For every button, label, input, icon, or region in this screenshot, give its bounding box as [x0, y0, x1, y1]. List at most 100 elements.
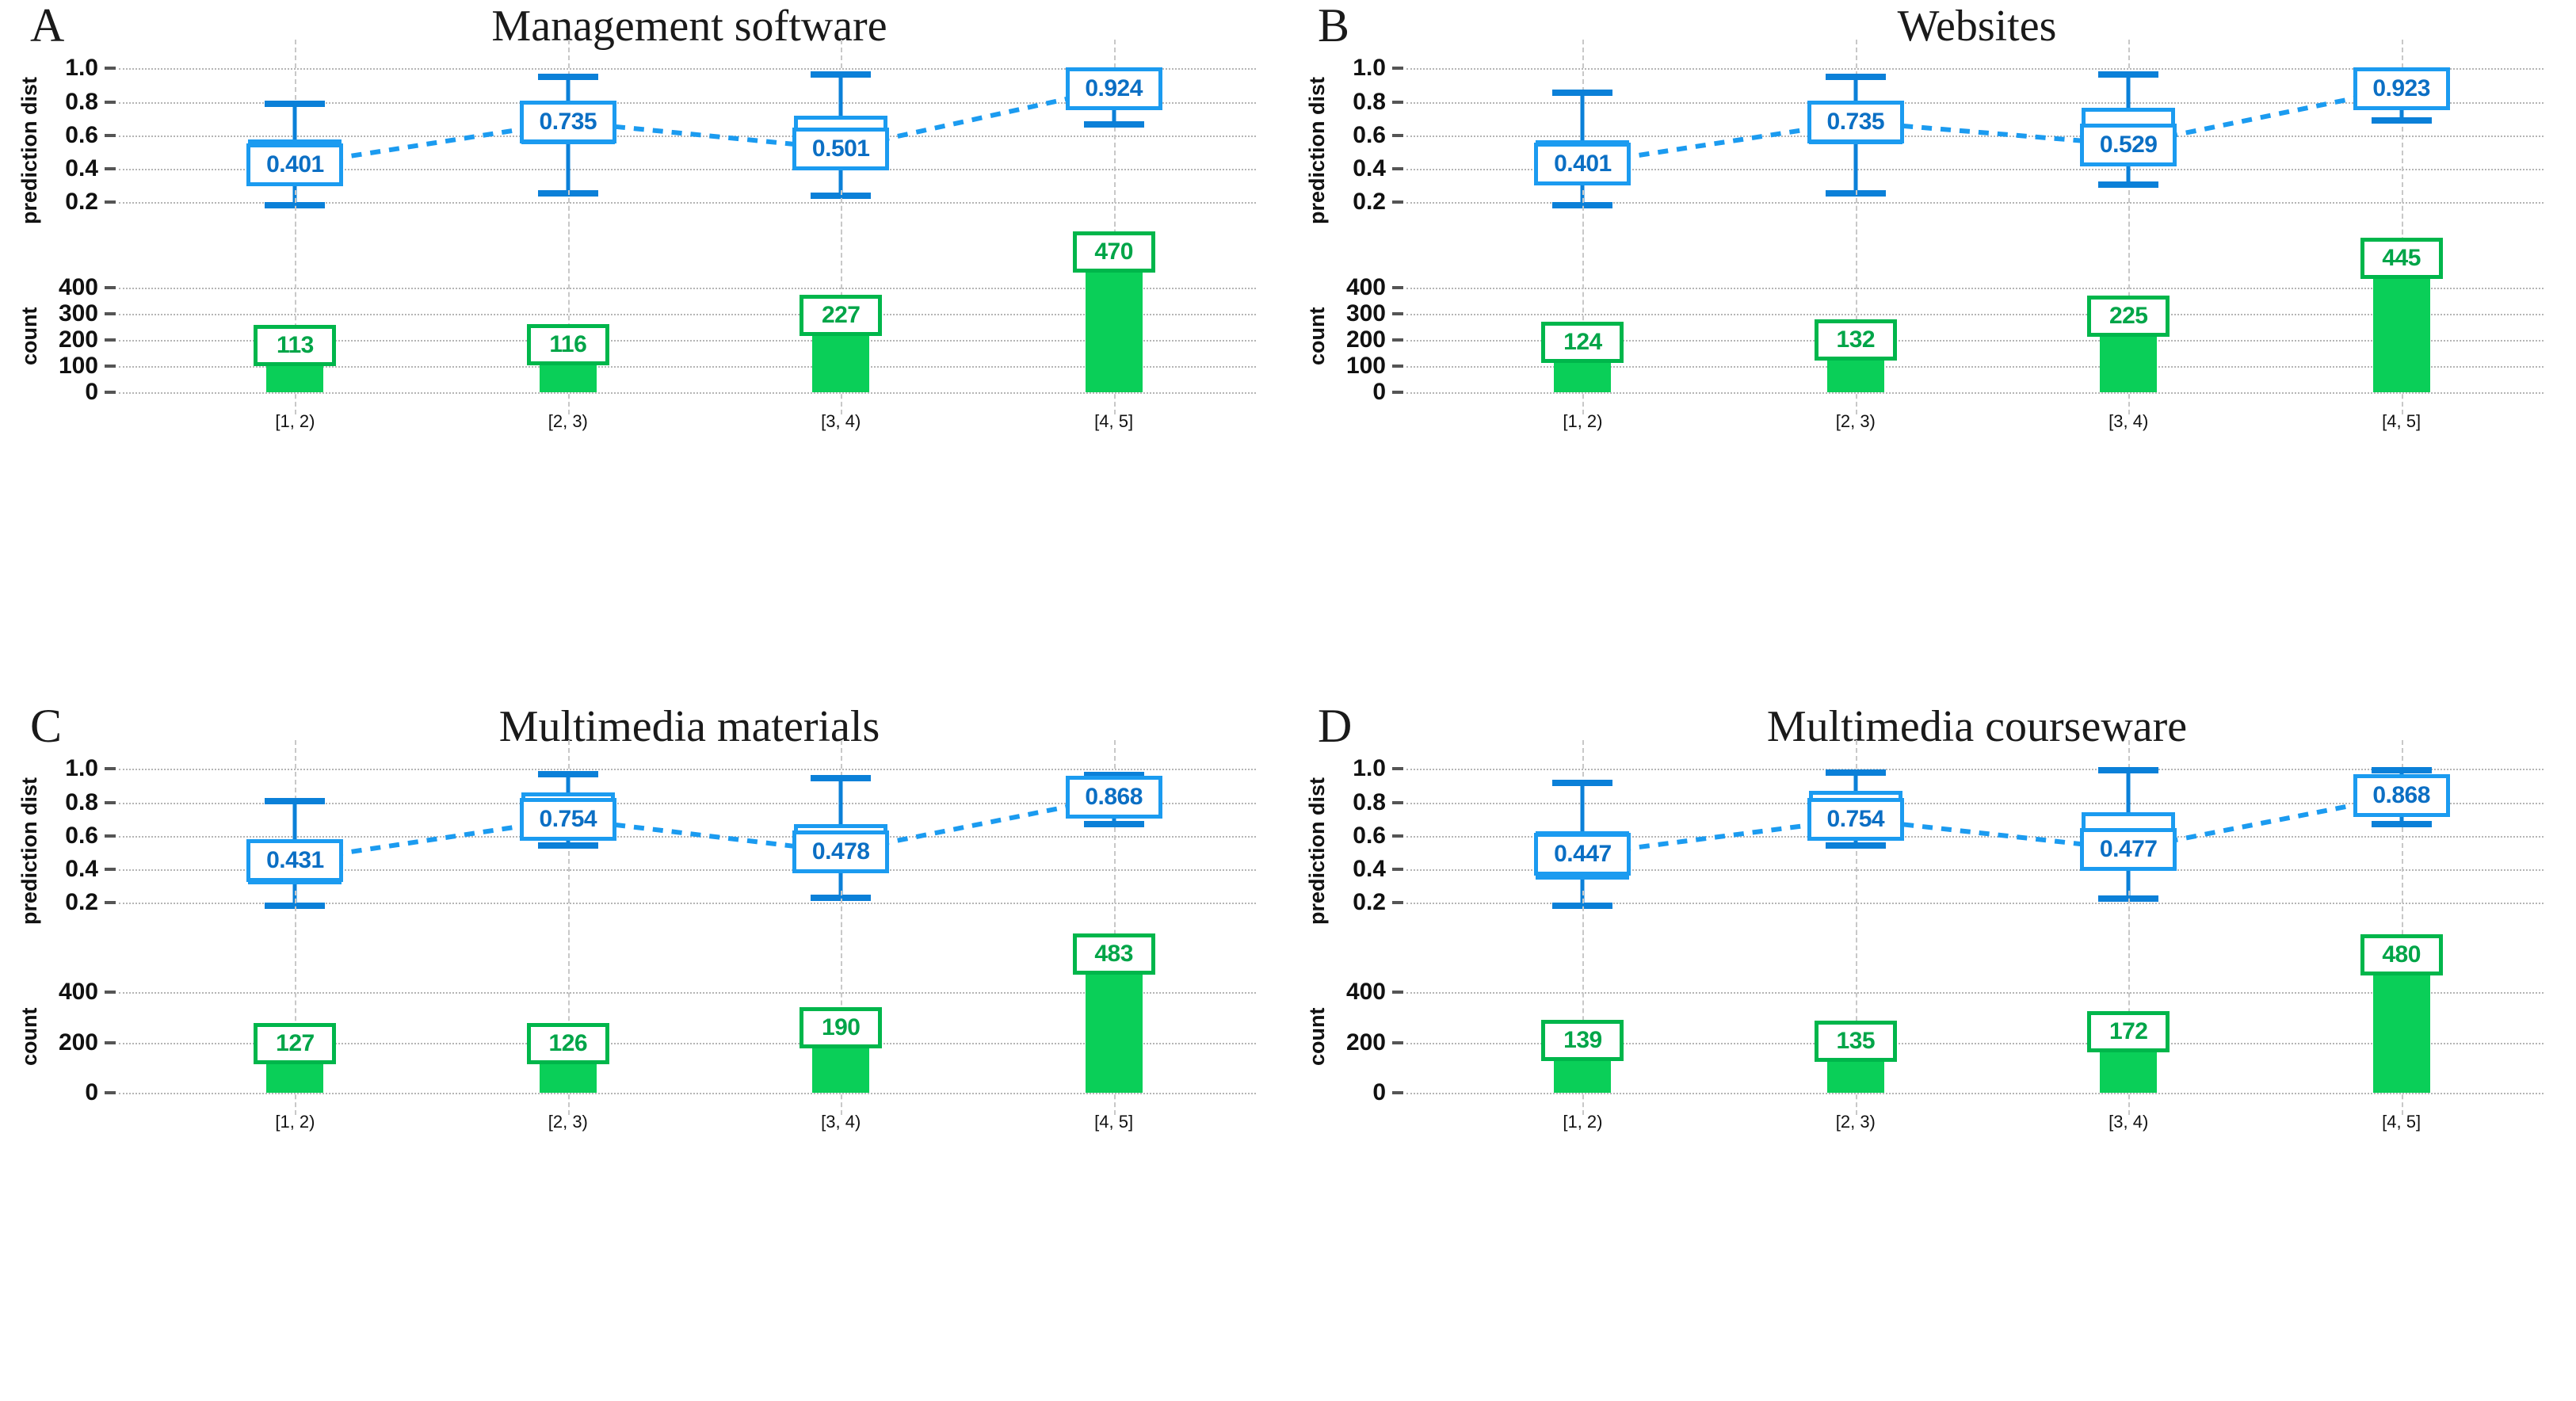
barchart-category-gridline — [1855, 891, 1857, 1115]
barchart-ytick-label: 300 — [58, 300, 98, 326]
barchart-ytick-mark — [105, 1091, 116, 1094]
bar-value-label: 113 — [254, 324, 337, 366]
bar-value-label: 470 — [1072, 231, 1155, 273]
barchart-ytick-label: 300 — [1345, 300, 1386, 326]
boxplot-value-label: 0.735 — [1807, 101, 1904, 143]
barchart-gridline — [1406, 366, 2544, 368]
bar — [2372, 276, 2430, 392]
boxplot-gridline — [119, 769, 1256, 771]
barchart-ytick-label: 100 — [1345, 353, 1386, 379]
boxplot-category-gridline — [1113, 740, 1116, 935]
bar — [2100, 333, 2158, 392]
panel-letter-a: A — [30, 0, 65, 52]
boxplot-whisker-cap — [2098, 766, 2159, 773]
boxplot-ytick-mark — [1392, 834, 1403, 838]
xtick-label: [4, 5] — [1094, 411, 1134, 431]
barchart-ytick-mark — [1392, 312, 1403, 315]
xtick-label: [1, 2) — [275, 1112, 315, 1132]
boxplot-gridline — [1406, 903, 2544, 905]
panel-letter-d: D — [1318, 700, 1353, 752]
boxplot-whisker-cap — [2371, 116, 2432, 124]
barchart-ytick-mark — [1392, 338, 1403, 342]
boxplot-ytick-label: 0.6 — [65, 822, 98, 849]
boxplot-ytick-mark — [1392, 200, 1403, 204]
boxplot-ytick-mark — [1392, 901, 1403, 905]
boxplot-ytick-mark — [1392, 67, 1403, 71]
boxplot-ytick-label: 0.8 — [1353, 88, 1386, 115]
barchart-category-gridline — [2128, 891, 2131, 1115]
bar — [539, 1061, 597, 1093]
boxplot-ytick-label: 0.6 — [1353, 121, 1386, 148]
panel-title-d: Multimedia courseware — [1766, 702, 2188, 751]
boxplot-whisker-cap — [1083, 821, 1144, 828]
boxplot-ylabel-c: prediction dist — [17, 777, 41, 925]
boxplot-ytick-mark — [1392, 100, 1403, 104]
barchart-ytick-mark — [1392, 286, 1403, 289]
barchart-category-gridline — [295, 891, 297, 1115]
bar — [2372, 972, 2430, 1093]
boxplot-ytick-label: 1.0 — [65, 755, 98, 782]
bar — [812, 333, 870, 392]
xtick-label: [4, 5] — [1094, 1112, 1134, 1132]
boxplot-gridline — [119, 835, 1256, 838]
boxplot-ytick-mark — [1392, 868, 1403, 872]
boxplot-gridline — [119, 869, 1256, 872]
boxplot-category-gridline — [2401, 740, 2403, 935]
boxplot-value-label: 0.477 — [2080, 827, 2177, 871]
boxplot-gridline — [1406, 68, 2544, 71]
boxplot-ytick-mark — [1392, 767, 1403, 771]
xtick-label: [1, 2) — [1563, 411, 1603, 431]
barchart-ytick-label: 0 — [1372, 1079, 1386, 1105]
boxplot-value-label: 0.754 — [1807, 797, 1904, 841]
bar-value-label: 225 — [2087, 295, 2170, 337]
barchart-gridline — [1406, 392, 2544, 394]
boxplot-ytick-mark — [105, 800, 116, 804]
boxplot-gridline — [119, 135, 1256, 137]
bar — [2100, 1049, 2158, 1093]
boxplot-ylabel-b: prediction dist — [1305, 76, 1329, 224]
boxplot-gridline — [1406, 769, 2544, 771]
barchart-gridline — [1406, 340, 2544, 342]
barchart-ytick-mark — [1392, 365, 1403, 368]
barchart-category-gridline — [1855, 190, 1857, 414]
boxplot-whisker-cap — [537, 770, 598, 777]
barchart-ytick-mark — [105, 1040, 116, 1044]
barchart-ytick-mark — [1392, 391, 1403, 394]
boxplot-value-label: 0.447 — [1534, 833, 1631, 876]
bar-value-label: 445 — [2360, 238, 2443, 280]
xtick-label: [2, 3) — [1835, 411, 1876, 431]
barchart-ytick-mark — [105, 286, 116, 289]
boxplot-value-label: 0.868 — [1065, 776, 1162, 819]
panel-title-b: Websites — [1897, 2, 2057, 51]
boxplot-value-label: 0.431 — [246, 838, 344, 882]
boxplot-ylabel-d: prediction dist — [1305, 777, 1329, 925]
barchart-gridline — [1406, 992, 2544, 994]
bar — [1085, 269, 1143, 392]
boxplot-ytick-mark — [105, 834, 116, 838]
boxplot-value-label: 0.754 — [519, 797, 616, 841]
boxplot-whisker-cap — [1825, 769, 1886, 776]
boxplot-gridline — [119, 169, 1256, 171]
boxplot-ytick-label: 0.4 — [65, 856, 98, 883]
barchart-ytick-label: 400 — [58, 274, 98, 300]
boxplot-value-label: 0.529 — [2080, 123, 2177, 166]
boxplot-whisker-cap — [2098, 181, 2159, 189]
barchart-ylabel-a: count — [17, 307, 41, 365]
bar — [1554, 1057, 1612, 1093]
barchart-ytick-label: 400 — [1345, 979, 1386, 1006]
barchart-gridline — [119, 366, 1256, 368]
boxplot-ytick-mark — [105, 901, 116, 905]
barchart-ytick-mark — [105, 338, 116, 342]
xtick-label: [2, 3) — [548, 411, 588, 431]
boxplot-value-label: 0.924 — [1065, 67, 1162, 110]
boxplot-ytick-label: 1.0 — [1353, 755, 1386, 782]
barchart-ytick-mark — [105, 391, 116, 394]
bar — [1554, 360, 1612, 392]
boxplot-whisker-cap — [1552, 780, 1613, 787]
